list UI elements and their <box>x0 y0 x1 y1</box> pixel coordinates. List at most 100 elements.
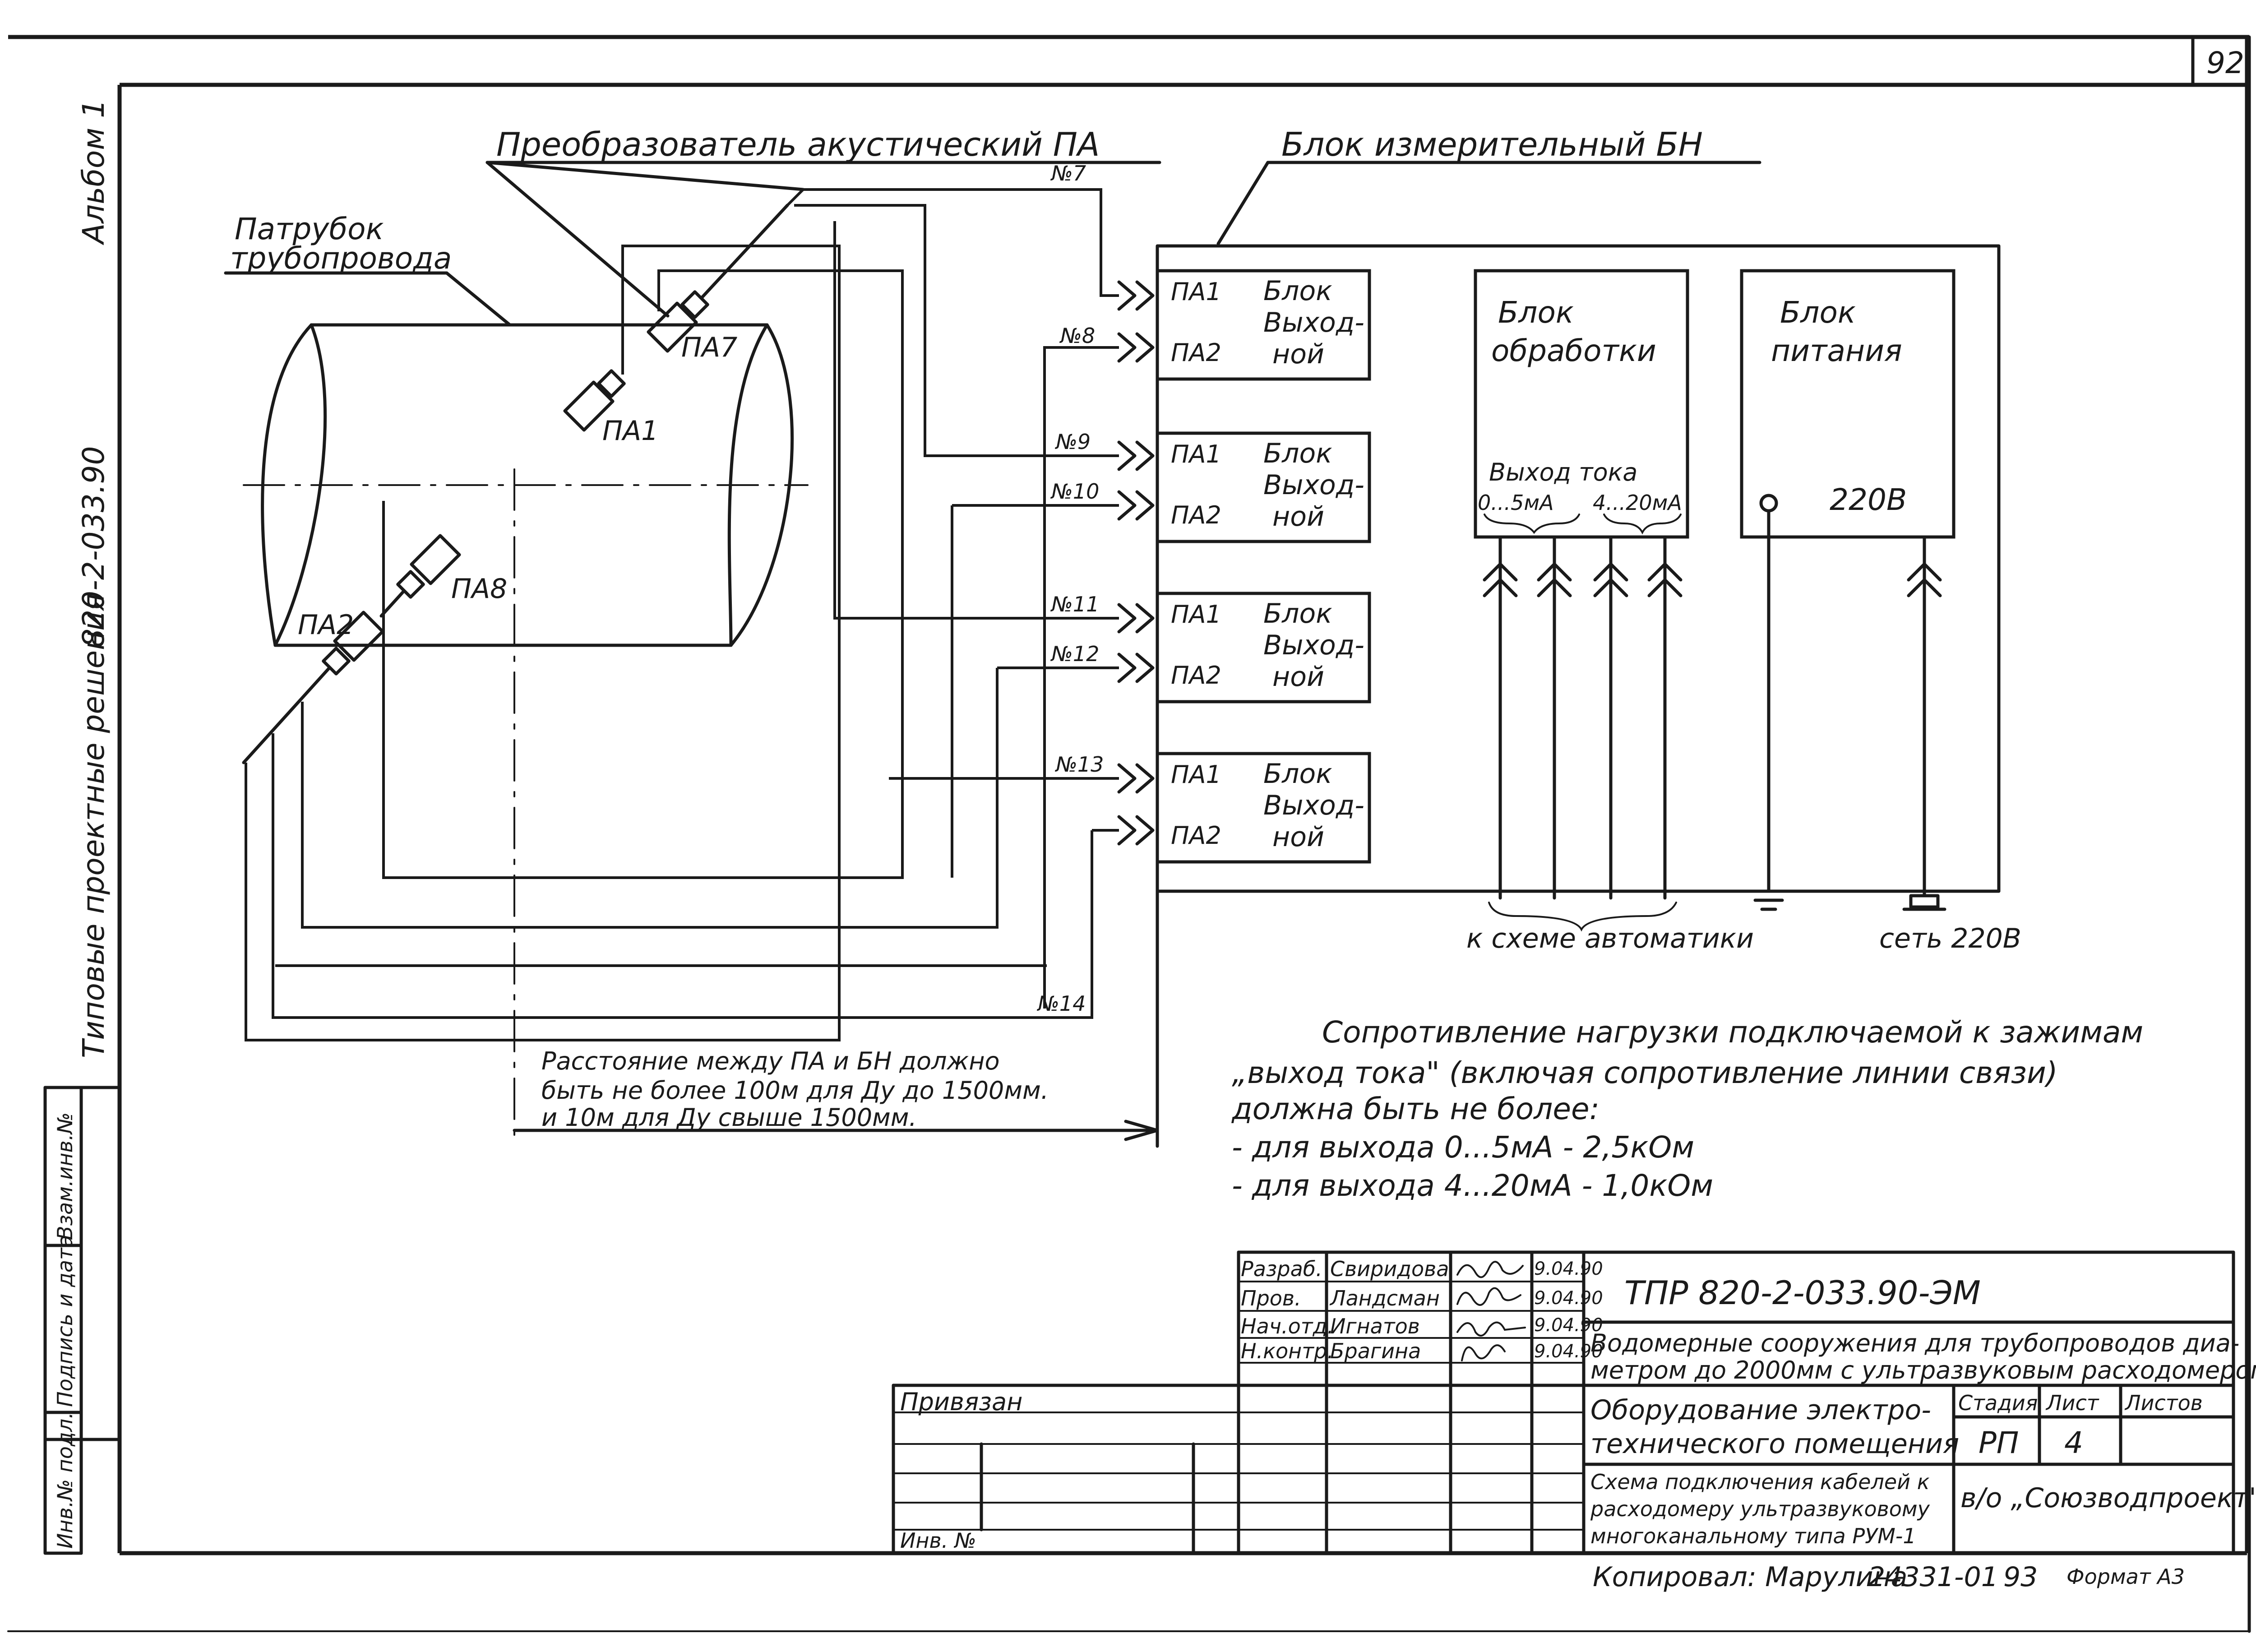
series-code: 820-2-033.90 <box>76 446 111 648</box>
output-block-4 <box>1156 752 1371 864</box>
power-block-l1: Блок <box>1780 295 1856 330</box>
ob4-l3: ной <box>1272 821 1324 853</box>
ob1-l2: Выход- <box>1263 307 1364 338</box>
sheet-frame <box>7 35 2251 1633</box>
cable-no-11: №11 <box>1050 592 1099 616</box>
ob2-l3: ной <box>1272 501 1324 532</box>
ob4-l1: Блок <box>1263 758 1332 790</box>
ob3-in2: ПА2 <box>1171 661 1221 689</box>
copied-by: Копировал: Марулина <box>1593 1561 1908 1593</box>
sheets-header: Листов <box>2124 1391 2203 1415</box>
name-developer: Свиридова <box>1330 1257 1449 1281</box>
load-note-4: - для выхода 0...5мА - 2,5кОм <box>1232 1130 1694 1165</box>
side-inv-repl: Взам.инв.№ <box>53 1112 77 1240</box>
series-title: Типовые проектные решения <box>76 593 111 1058</box>
output-block-3 <box>1156 592 1371 703</box>
inv-label: Инв. № <box>900 1528 976 1553</box>
drawing-title-2: расходомеру ультразвуковому <box>1590 1497 1930 1521</box>
load-note-2: „выход тока" (включая сопротивление лини… <box>1232 1055 2057 1090</box>
cable-no-8: №8 <box>1059 324 1095 348</box>
cable-no-13: №13 <box>1054 752 1104 777</box>
current-out-label: Выход тока <box>1489 458 1637 486</box>
name-norm-control: Брагина <box>1330 1339 1421 1363</box>
pipe-label-1: Патрубок <box>235 212 384 246</box>
drawing-title-1: Схема подключения кабелей к <box>1590 1470 1930 1494</box>
power-block-l2: питания <box>1771 333 1902 368</box>
connector-chevrons <box>1117 280 1155 846</box>
distance-dimension <box>513 889 1159 1148</box>
date-head: 9.04.90 <box>1534 1315 1603 1336</box>
role-head: Нач.отд. <box>1241 1314 1334 1338</box>
ob2-l2: Выход- <box>1263 469 1364 501</box>
distance-note-1: Расстояние между ПА и БН должно <box>541 1047 1000 1075</box>
ob3-l3: ной <box>1272 661 1324 693</box>
date-checker: 9.04.90 <box>1534 1288 1603 1309</box>
sheet-value: 4 <box>2064 1425 2083 1460</box>
page-number: 92 <box>2206 46 2244 80</box>
sensor-pa1 <box>563 369 626 432</box>
cables <box>245 188 1119 1041</box>
cable-no-10: №10 <box>1050 479 1099 504</box>
ob3-in1: ПА1 <box>1171 600 1221 629</box>
cable-no-9: №9 <box>1054 430 1091 454</box>
power-block <box>1740 269 1956 539</box>
drawing-title-3: многоканальному типа РУМ-1 <box>1590 1524 1916 1548</box>
name-head: Игнатов <box>1330 1314 1420 1338</box>
mains-connector <box>1902 535 1946 911</box>
output-block-2 <box>1156 431 1371 543</box>
ob2-l1: Блок <box>1263 438 1332 469</box>
bound-label: Привязан <box>900 1388 1022 1416</box>
output-block-1 <box>1156 269 1371 381</box>
organization: в/о „Союзводпроект". <box>1960 1482 2256 1514</box>
role-checker: Пров. <box>1241 1286 1301 1310</box>
cable-no-7: №7 <box>1050 161 1086 185</box>
pipe-label-2: трубопровода <box>230 241 452 276</box>
sensor-pa7 <box>647 204 789 353</box>
name-checker: Ландсман <box>1329 1286 1440 1310</box>
sensor-label-pa8: ПА8 <box>451 573 507 605</box>
ob4-in2: ПА2 <box>1171 821 1221 850</box>
side-sign-date: Подпись и дата <box>53 1235 77 1407</box>
ob2-in2: ПА2 <box>1171 501 1221 529</box>
sheet-header: Лист <box>2045 1391 2099 1415</box>
distance-note-2: быть не более 100м для Ду до 1500мм. <box>541 1076 1049 1105</box>
side-inv-orig: Инв.№ подл. <box>53 1412 77 1549</box>
sensor-label-pa1: ПА1 <box>602 415 658 447</box>
mains-label: сеть 220В <box>1879 923 2021 954</box>
title-block <box>892 1250 2235 1555</box>
album-label: Альбом 1 <box>76 99 111 245</box>
ob2-in1: ПА1 <box>1171 440 1221 468</box>
load-note-5: - для выхода 4...20мА - 1,0кОм <box>1232 1168 1713 1203</box>
role-developer: Разраб. <box>1241 1257 1322 1281</box>
doc-code: ТПР 820-2-033.90-ЭМ <box>1624 1274 1981 1312</box>
sensor-pa2 <box>242 611 384 764</box>
order-number: 24331-01 <box>1868 1561 1998 1593</box>
stage-value: РП <box>1979 1425 2019 1460</box>
load-note-3: должна быть не более: <box>1231 1092 1600 1126</box>
project-title-2: метром до 2000мм с ультразвуковым расход… <box>1590 1356 2256 1384</box>
load-note-1: Сопротивление нагрузки подключаемой к за… <box>1322 1015 2143 1050</box>
ob1-in2: ПА2 <box>1171 338 1221 367</box>
date-developer: 9.04.90 <box>1534 1259 1603 1279</box>
distance-note-3: и 10м для Ду свыше 1500мм. <box>541 1103 917 1132</box>
sensor-label-pa7: ПА7 <box>681 332 737 363</box>
automation-label: к схеме автоматики <box>1466 923 1754 954</box>
power-voltage: 220В <box>1830 482 1907 517</box>
role-norm-control: Н.контр. <box>1241 1339 1334 1363</box>
processing-block-l1: Блок <box>1498 295 1574 330</box>
ground-symbol <box>1747 494 1791 911</box>
cable-no-14: №14 <box>1036 991 1086 1016</box>
sheet-title-2: технического помещения <box>1590 1428 1959 1460</box>
format-label: Формат А3 <box>2066 1564 2185 1589</box>
ob1-l3: ной <box>1272 338 1324 370</box>
signatures <box>1456 1261 1526 1361</box>
unit-title: Блок измерительный БН <box>1281 125 1703 163</box>
processing-block <box>1474 269 1689 539</box>
stage-header: Стадия <box>1958 1391 2038 1415</box>
current-range-2: 4...20мА <box>1593 491 1682 515</box>
cable-no-12: №12 <box>1050 642 1099 666</box>
ob1-l1: Блок <box>1263 275 1332 307</box>
project-title-1: Водомерные сооружения для трубопроводов … <box>1590 1329 2239 1357</box>
sensor-title: Преобразователь акустический ПА <box>496 125 1100 163</box>
